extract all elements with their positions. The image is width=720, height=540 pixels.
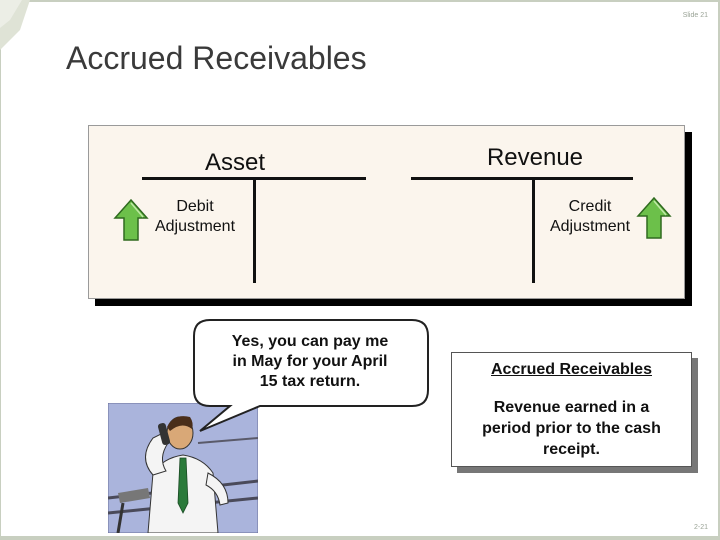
debit-adjustment-label: Debit Adjustment [140, 197, 250, 237]
slide-frame-right [718, 0, 720, 540]
slide-frame-bottom [0, 536, 720, 540]
slide-number-top: Slide 21 [682, 12, 708, 19]
corner-decoration [0, 0, 30, 50]
debit-label-line1: Debit [176, 198, 214, 215]
bubble-line1: Yes, you can pay me [231, 333, 389, 350]
slide-frame-top [0, 0, 720, 2]
t-account-panel [88, 125, 685, 299]
definition-line1: Revenue earned in a [493, 399, 650, 416]
revenue-t-vertical-line [532, 177, 535, 283]
bubble-line2: in May for your April [232, 353, 388, 370]
up-arrow-icon [636, 196, 672, 239]
definition-line3: receipt. [543, 441, 600, 458]
asset-account-title: Asset [204, 149, 266, 176]
slide-frame-left [0, 0, 1, 540]
slide-number-bottom: 2-21 [693, 524, 708, 531]
definition-heading: Accrued Receivables [491, 361, 652, 378]
definition-text: Revenue earned in a period prior to the … [455, 397, 688, 460]
speech-bubble-text: Yes, you can pay me in May for your Apri… [198, 332, 422, 392]
bubble-line3: 15 tax return. [259, 373, 361, 390]
speech-bubble [193, 319, 429, 432]
credit-label-line2: Adjustment [549, 218, 631, 235]
businessman-on-phone-clipart [108, 403, 258, 533]
credit-adjustment-label: Credit Adjustment [534, 197, 646, 237]
up-arrow-icon [113, 198, 149, 241]
definition-line2: period prior to the cash [482, 420, 661, 437]
definition-box [451, 352, 692, 467]
revenue-t-horizontal-line [411, 177, 633, 180]
revenue-account-title: Revenue [486, 144, 584, 171]
slide-title: Accrued Receivables [66, 40, 367, 76]
asset-t-vertical-line [253, 177, 256, 283]
debit-label-line2: Adjustment [154, 218, 236, 235]
credit-label-line1: Credit [568, 198, 612, 215]
